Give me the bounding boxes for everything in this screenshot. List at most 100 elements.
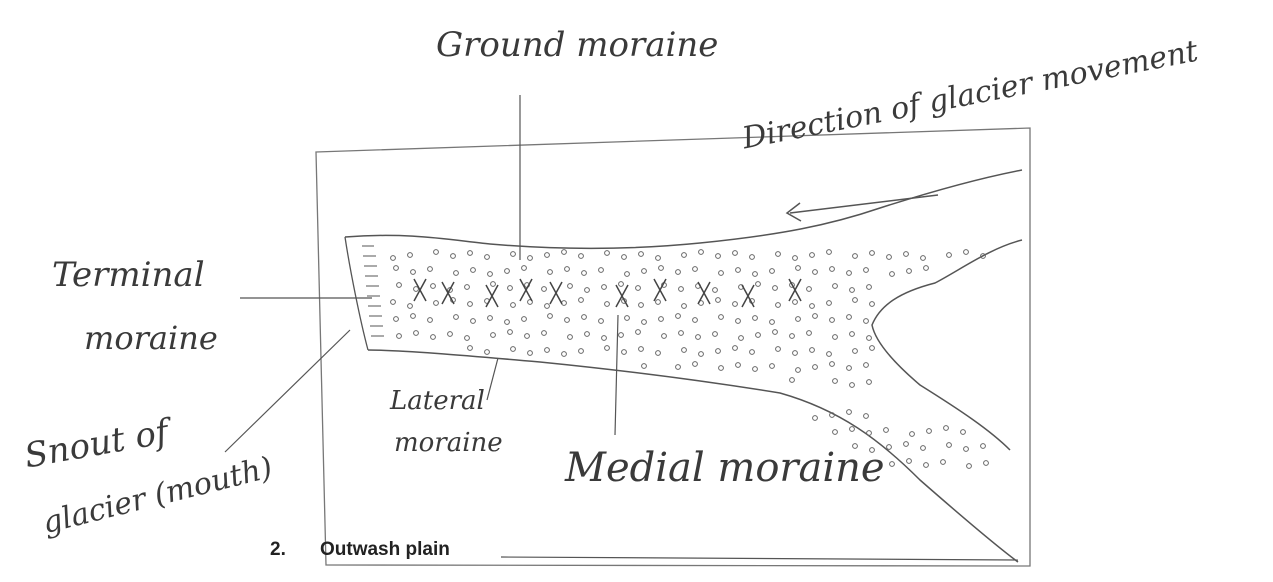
- debris-dot: [408, 253, 413, 258]
- debris-dot: [491, 282, 496, 287]
- debris-dot: [548, 270, 553, 275]
- debris-dot: [867, 285, 872, 290]
- debris-dot: [414, 287, 419, 292]
- debris-dot: [542, 331, 547, 336]
- debris-dot: [810, 348, 815, 353]
- medial-moraine-x-mark: [616, 285, 628, 307]
- debris-dot: [853, 298, 858, 303]
- debris-dot: [642, 320, 647, 325]
- debris-dot: [981, 444, 986, 449]
- debris-dot: [833, 430, 838, 435]
- debris-dot: [525, 334, 530, 339]
- debris-dot: [562, 250, 567, 255]
- debris-dot: [827, 301, 832, 306]
- debris-dot: [796, 266, 801, 271]
- debris-dot: [736, 268, 741, 273]
- debris-dot: [756, 333, 761, 338]
- debris-dot: [693, 318, 698, 323]
- debris-dot: [887, 255, 892, 260]
- debris-dot: [625, 316, 630, 321]
- debris-dot: [693, 362, 698, 367]
- debris-dot: [910, 432, 915, 437]
- debris-dot: [619, 282, 624, 287]
- debris-dot: [545, 304, 550, 309]
- debris-dot: [431, 284, 436, 289]
- debris-dot: [682, 253, 687, 258]
- debris-dot: [753, 316, 758, 321]
- debris-dot: [807, 287, 812, 292]
- debris-dot: [853, 254, 858, 259]
- debris-dot: [713, 332, 718, 337]
- debris-dot: [733, 346, 738, 351]
- lateral-moraine-label-line2: moraine: [394, 430, 503, 456]
- debris-dot: [733, 251, 738, 256]
- debris-dot: [585, 332, 590, 337]
- debris-dot: [847, 315, 852, 320]
- debris-dot: [485, 255, 490, 260]
- medial-moraine-label: Medial moraine: [565, 448, 885, 488]
- debris-dot: [599, 319, 604, 324]
- debris-dot: [776, 303, 781, 308]
- debris-dot: [850, 288, 855, 293]
- debris-dot: [662, 334, 667, 339]
- debris-dot: [619, 333, 624, 338]
- debris-dot: [582, 271, 587, 276]
- debris-dot: [522, 317, 527, 322]
- debris-dot: [867, 336, 872, 341]
- medial-moraine-x-mark: [486, 285, 498, 307]
- debris-dot: [793, 351, 798, 356]
- terminal-moraine-hatching: [362, 246, 384, 336]
- lateral-moraine-leader: [487, 358, 498, 400]
- debris-dot: [887, 445, 892, 450]
- medial-moraine-x-mark: [789, 279, 801, 301]
- debris-dot: [813, 314, 818, 319]
- debris-dot: [810, 253, 815, 258]
- debris-dot: [716, 254, 721, 259]
- debris-dot: [947, 443, 952, 448]
- debris-dot: [428, 318, 433, 323]
- debris-dot: [642, 364, 647, 369]
- debris-dot: [984, 461, 989, 466]
- debris-dot: [565, 267, 570, 272]
- debris-dot: [696, 335, 701, 340]
- debris-dot: [813, 416, 818, 421]
- debris-dot: [656, 256, 661, 261]
- debris-dot: [468, 251, 473, 256]
- debris-dot: [716, 298, 721, 303]
- debris-dot: [485, 350, 490, 355]
- caption-title: Outwash plain: [320, 540, 450, 559]
- debris-dot: [622, 255, 627, 260]
- debris-dot: [679, 331, 684, 336]
- debris-dot: [408, 304, 413, 309]
- debris-dot: [796, 368, 801, 373]
- debris-dot: [867, 380, 872, 385]
- debris-dot: [682, 348, 687, 353]
- debris-dot: [579, 349, 584, 354]
- medial-moraine-x-mark: [550, 282, 562, 304]
- debris-dot: [739, 336, 744, 341]
- debris-dot: [602, 336, 607, 341]
- debris-dot: [790, 378, 795, 383]
- debris-dot: [431, 335, 436, 340]
- debris-dot: [870, 346, 875, 351]
- debris-dot: [548, 314, 553, 319]
- debris-dot: [511, 252, 516, 257]
- debris-dot: [471, 319, 476, 324]
- debris-dot: [659, 317, 664, 322]
- debris-dot: [676, 270, 681, 275]
- debris-dot: [793, 300, 798, 305]
- debris-dot: [579, 254, 584, 259]
- debris-dot: [827, 352, 832, 357]
- debris-dot: [864, 319, 869, 324]
- debris-dot: [394, 266, 399, 271]
- debris-dot: [397, 334, 402, 339]
- debris-dot: [562, 352, 567, 357]
- debris-dot: [505, 320, 510, 325]
- ground-moraine-label: Ground moraine: [436, 28, 718, 62]
- direction-arrow: [787, 195, 938, 221]
- terminal-moraine-label-line2: moraine: [84, 322, 218, 354]
- debris-dot: [682, 304, 687, 309]
- debris-dot: [867, 431, 872, 436]
- debris-dot: [545, 253, 550, 258]
- debris-dot: [830, 318, 835, 323]
